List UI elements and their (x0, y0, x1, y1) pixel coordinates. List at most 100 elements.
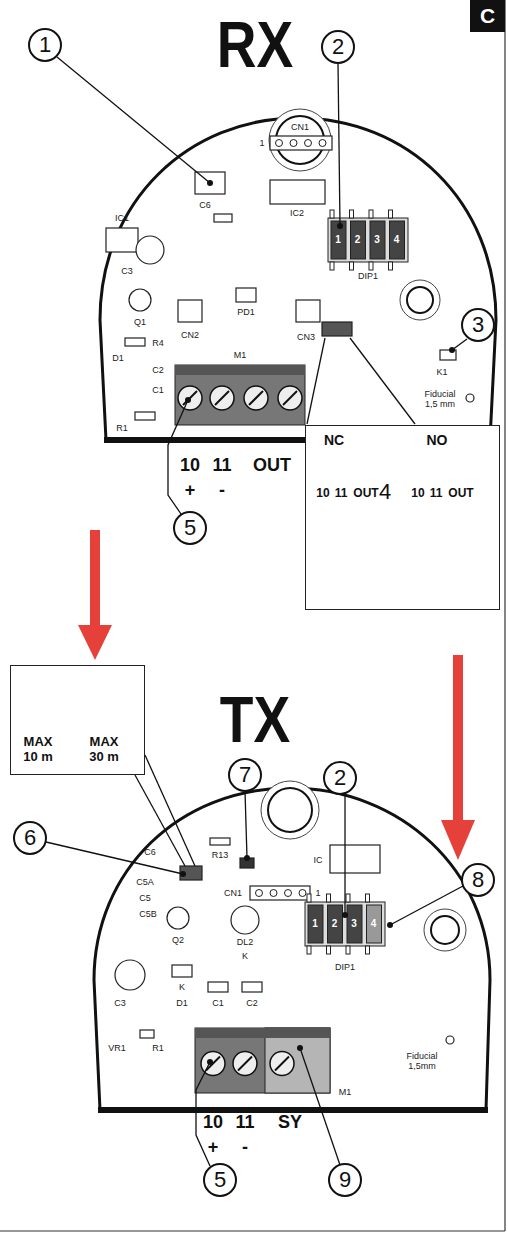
leader-line (307, 338, 325, 424)
dip-switch-number: 3 (374, 235, 380, 245)
component-outline (322, 322, 352, 336)
header-pin (270, 890, 277, 897)
header-pin (299, 890, 306, 897)
dip-pin (346, 946, 350, 954)
terminal-label: 10 (180, 456, 200, 474)
leader-dot (342, 912, 348, 918)
silkscreen-label: C3 (114, 999, 126, 1008)
leader-dot (449, 347, 455, 353)
dip-switch-number: 1 (312, 919, 318, 929)
round-component (167, 907, 189, 929)
dip-pin (307, 894, 311, 902)
component-outline (236, 288, 256, 302)
dip-switch-number: 2 (355, 235, 361, 245)
dip-pin (330, 262, 334, 270)
red-arrow-head (78, 625, 112, 660)
silkscreen-label: R1 (152, 1044, 164, 1053)
silkscreen-label: C3 (121, 267, 133, 276)
dip-switch-number: 4 (371, 919, 377, 929)
range-label: MAX 10 m (16, 735, 60, 765)
leader-dot (207, 1059, 213, 1065)
callout-circle (324, 762, 356, 794)
leader-line (300, 1048, 340, 1165)
terminal-top (175, 365, 305, 375)
dip-pin (366, 894, 370, 902)
component-outline (125, 338, 145, 346)
header-pin (285, 890, 292, 897)
mounting-ring (400, 280, 440, 320)
silkscreen-label: K1 (436, 368, 447, 377)
callout-number: 1 (39, 34, 51, 56)
mounting-hole (268, 788, 312, 832)
jumper-inset: NCNO1011OUT1011OUT (305, 425, 500, 610)
callout-circle (322, 31, 354, 63)
component-outline (270, 180, 325, 204)
leader-line (57, 57, 210, 183)
leader-line (344, 794, 345, 915)
terminal-screw (278, 386, 302, 410)
silkscreen-label: C5B (139, 910, 157, 919)
silkscreen-label: Q1 (134, 318, 146, 327)
screw-slot (275, 1057, 289, 1071)
component-outline (135, 412, 155, 420)
silkscreen-label: C6 (199, 201, 211, 210)
dip-switch-body (328, 218, 408, 262)
contact-type: NO (427, 432, 448, 448)
silkscreen-label: K (242, 952, 248, 961)
leader-dot (207, 180, 213, 186)
dip-pin (369, 210, 373, 218)
silkscreen-label: C2 (246, 999, 258, 1008)
red-arrow-head (441, 820, 475, 860)
leader-line (245, 791, 247, 858)
dip-pin (330, 210, 334, 218)
terminal-label: + (185, 481, 196, 499)
terminal-screw (233, 1052, 257, 1076)
callout-circle (329, 1164, 361, 1196)
callout-number: 9 (339, 1169, 351, 1191)
callout-circle (29, 29, 61, 61)
dip-pin (350, 210, 354, 218)
round-component (466, 394, 474, 402)
mounting-hole (431, 916, 459, 944)
silkscreen-label: CN1 (291, 123, 309, 132)
component-outline (210, 838, 230, 845)
silkscreen-label: C5A (136, 878, 154, 887)
pin-header (250, 886, 310, 900)
component-outline (140, 1030, 154, 1038)
silkscreen-label: DIP1 (358, 272, 378, 281)
silkscreen-label: C2 (152, 366, 164, 375)
silkscreen-label: M1 (234, 351, 247, 360)
silkscreen-label: PD1 (237, 308, 255, 317)
callout-number: 7 (239, 764, 251, 786)
terminal-label: 11 (235, 1113, 254, 1131)
silkscreen-label: IC1 (115, 214, 129, 223)
terminal-screw (178, 386, 202, 410)
mounting-ring (424, 909, 466, 951)
silkscreen-label: R4 (152, 339, 164, 348)
silkscreen-label: CN3 (297, 333, 315, 342)
round-component (136, 236, 164, 264)
board-title: RX (217, 13, 293, 77)
callout-circle (204, 1164, 236, 1196)
mounting-ring (269, 109, 331, 171)
dip-switch-lever (351, 221, 366, 259)
component-outline (106, 228, 138, 252)
terminal-label: - (219, 481, 225, 499)
terminal-label: 11 (335, 487, 348, 501)
frame-line (0, 1230, 505, 1231)
section-tab: C (470, 0, 505, 32)
terminal-label: 11 (430, 487, 443, 501)
silkscreen-label: CN1 (224, 889, 242, 898)
screw-slot (238, 1057, 252, 1071)
silkscreen-label: K (179, 983, 185, 992)
terminal-label: OUT (448, 487, 473, 501)
callout-number: 4 (379, 481, 391, 503)
header-pin (290, 140, 297, 147)
terminal-screw (270, 1052, 294, 1076)
silkscreen-label: VR1 (108, 1044, 126, 1053)
silkscreen-label: D1 (176, 999, 188, 1008)
callout-number: 5 (184, 517, 196, 539)
leader-line (338, 63, 340, 226)
pin-header (270, 136, 332, 150)
